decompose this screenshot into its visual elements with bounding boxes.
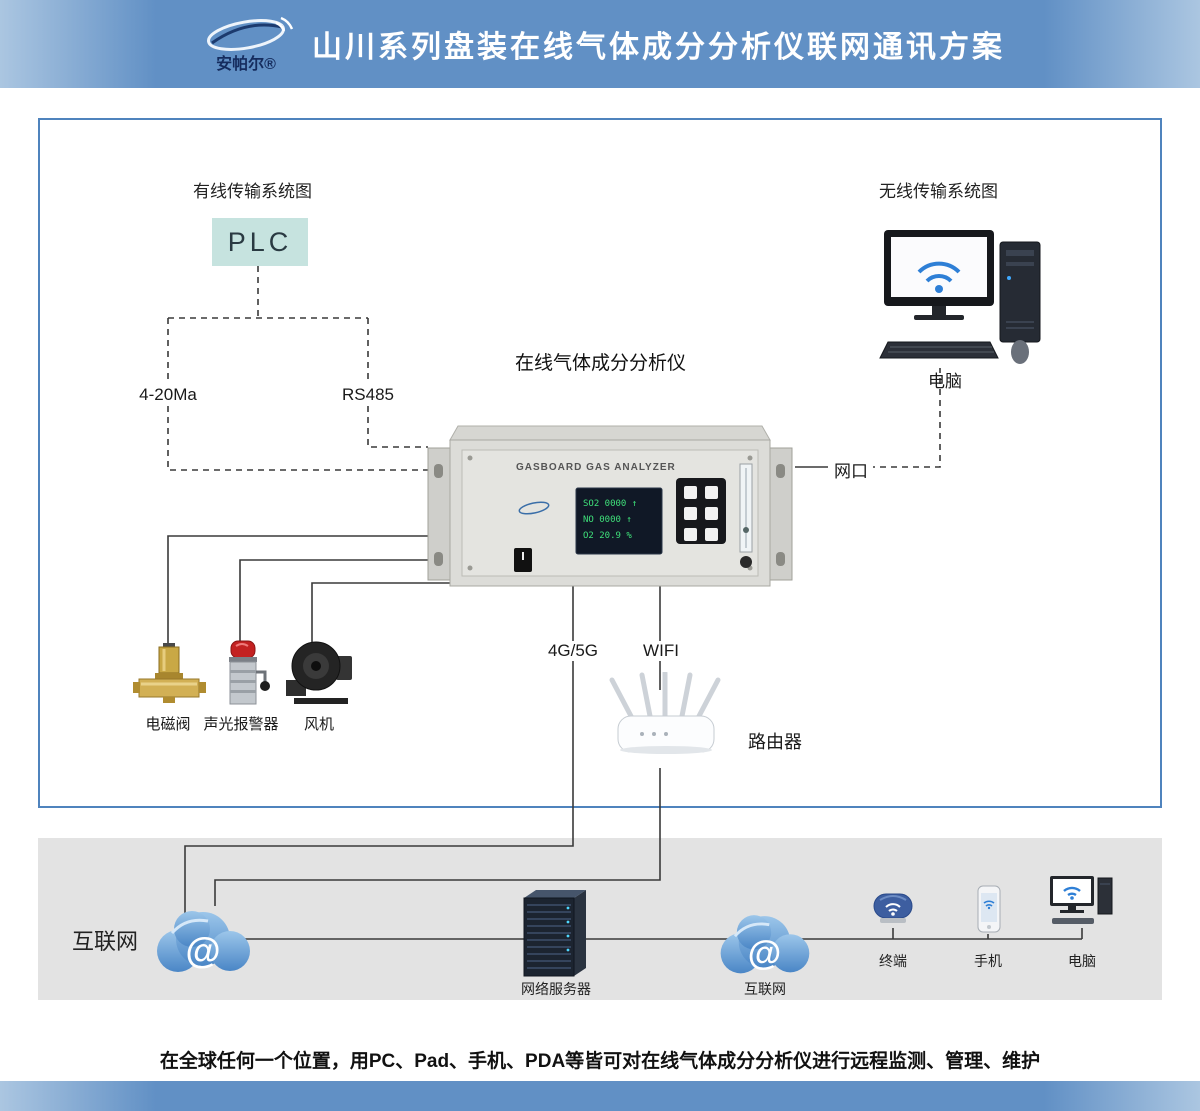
fan-image [286, 636, 354, 711]
analyzer-brand: GASBOARD GAS ANALYZER [516, 462, 676, 473]
label-lan-port: 网口 [829, 457, 873, 482]
brand-logo-icon: 安帕尔® [207, 16, 294, 73]
analyzer-title: 在线气体成分分析仪 [515, 353, 687, 374]
header-bar: 安帕尔® 山川系列盘装在线气体成分分析仪联网通讯方案 [0, 0, 1200, 88]
label-rs485: RS485 [337, 385, 399, 405]
label-internet-cloud: 互联网 [744, 981, 786, 997]
label-fan: 风机 [303, 716, 335, 733]
server-image [512, 886, 598, 987]
mouse [1011, 340, 1029, 364]
keyboard [879, 341, 999, 359]
plc-box: PLC [212, 218, 308, 266]
internet-cloud-right: @ [712, 898, 817, 985]
label-4-20ma: 4-20Ma [134, 385, 202, 405]
brand-logo-text: 安帕尔® [216, 54, 276, 73]
terminal-image [868, 886, 918, 939]
label-server: 网络服务器 [521, 981, 591, 997]
label-computer: 电脑 [928, 372, 962, 391]
label-pc: 电脑 [1068, 953, 1096, 969]
caption-text: 在全球任何一个位置，用PC、Pad、手机、PDA等皆可对在线气体成分分析仪进行远… [159, 1051, 1041, 1072]
wifi-icon [885, 903, 901, 912]
wifi-icon [1063, 886, 1081, 897]
phone-image [968, 884, 1008, 943]
wireless-section-title: 无线传输系统图 [879, 182, 998, 201]
label-wifi: WIFI [638, 641, 684, 661]
at-symbol: @ [748, 935, 781, 973]
valve-image [133, 643, 207, 714]
analyzer-screen [575, 487, 663, 555]
label-alarm: 声光报警器 [203, 716, 279, 733]
label-valve: 电磁阀 [145, 716, 191, 733]
label-4g5g: 4G/5G [542, 641, 604, 661]
screen-line-2: NO 0000 ↑ [583, 515, 632, 525]
label-phone: 手机 [974, 953, 1002, 969]
page-title: 山川系列盘装在线气体成分分析仪联网通讯方案 [312, 31, 1005, 64]
wifi-icon [917, 261, 961, 283]
router-image [598, 670, 732, 781]
label-internet-main: 互联网 [72, 929, 139, 954]
computer-image [868, 222, 1052, 375]
wifi-icon [983, 900, 995, 907]
at-symbol: @ [185, 930, 220, 971]
analyzer-keypad [676, 478, 726, 544]
internet-cloud-left: @ [148, 893, 258, 984]
pc-image [1048, 874, 1116, 937]
label-terminal: 终端 [879, 953, 907, 969]
label-router: 路由器 [748, 732, 802, 752]
alarm-image [213, 638, 277, 715]
analyzer-image: GASBOARD GAS ANALYZER SO2 0000 ↑ NO 0000… [418, 412, 802, 603]
screen-line-1: SO2 0000 ↑ [583, 499, 637, 509]
screen-line-3: O2 20.9 % [583, 531, 632, 541]
analyzer-logo-icon [518, 501, 550, 515]
footer-bar [0, 1081, 1200, 1111]
wired-section-title: 有线传输系统图 [193, 182, 312, 201]
router-antennas [609, 670, 721, 721]
